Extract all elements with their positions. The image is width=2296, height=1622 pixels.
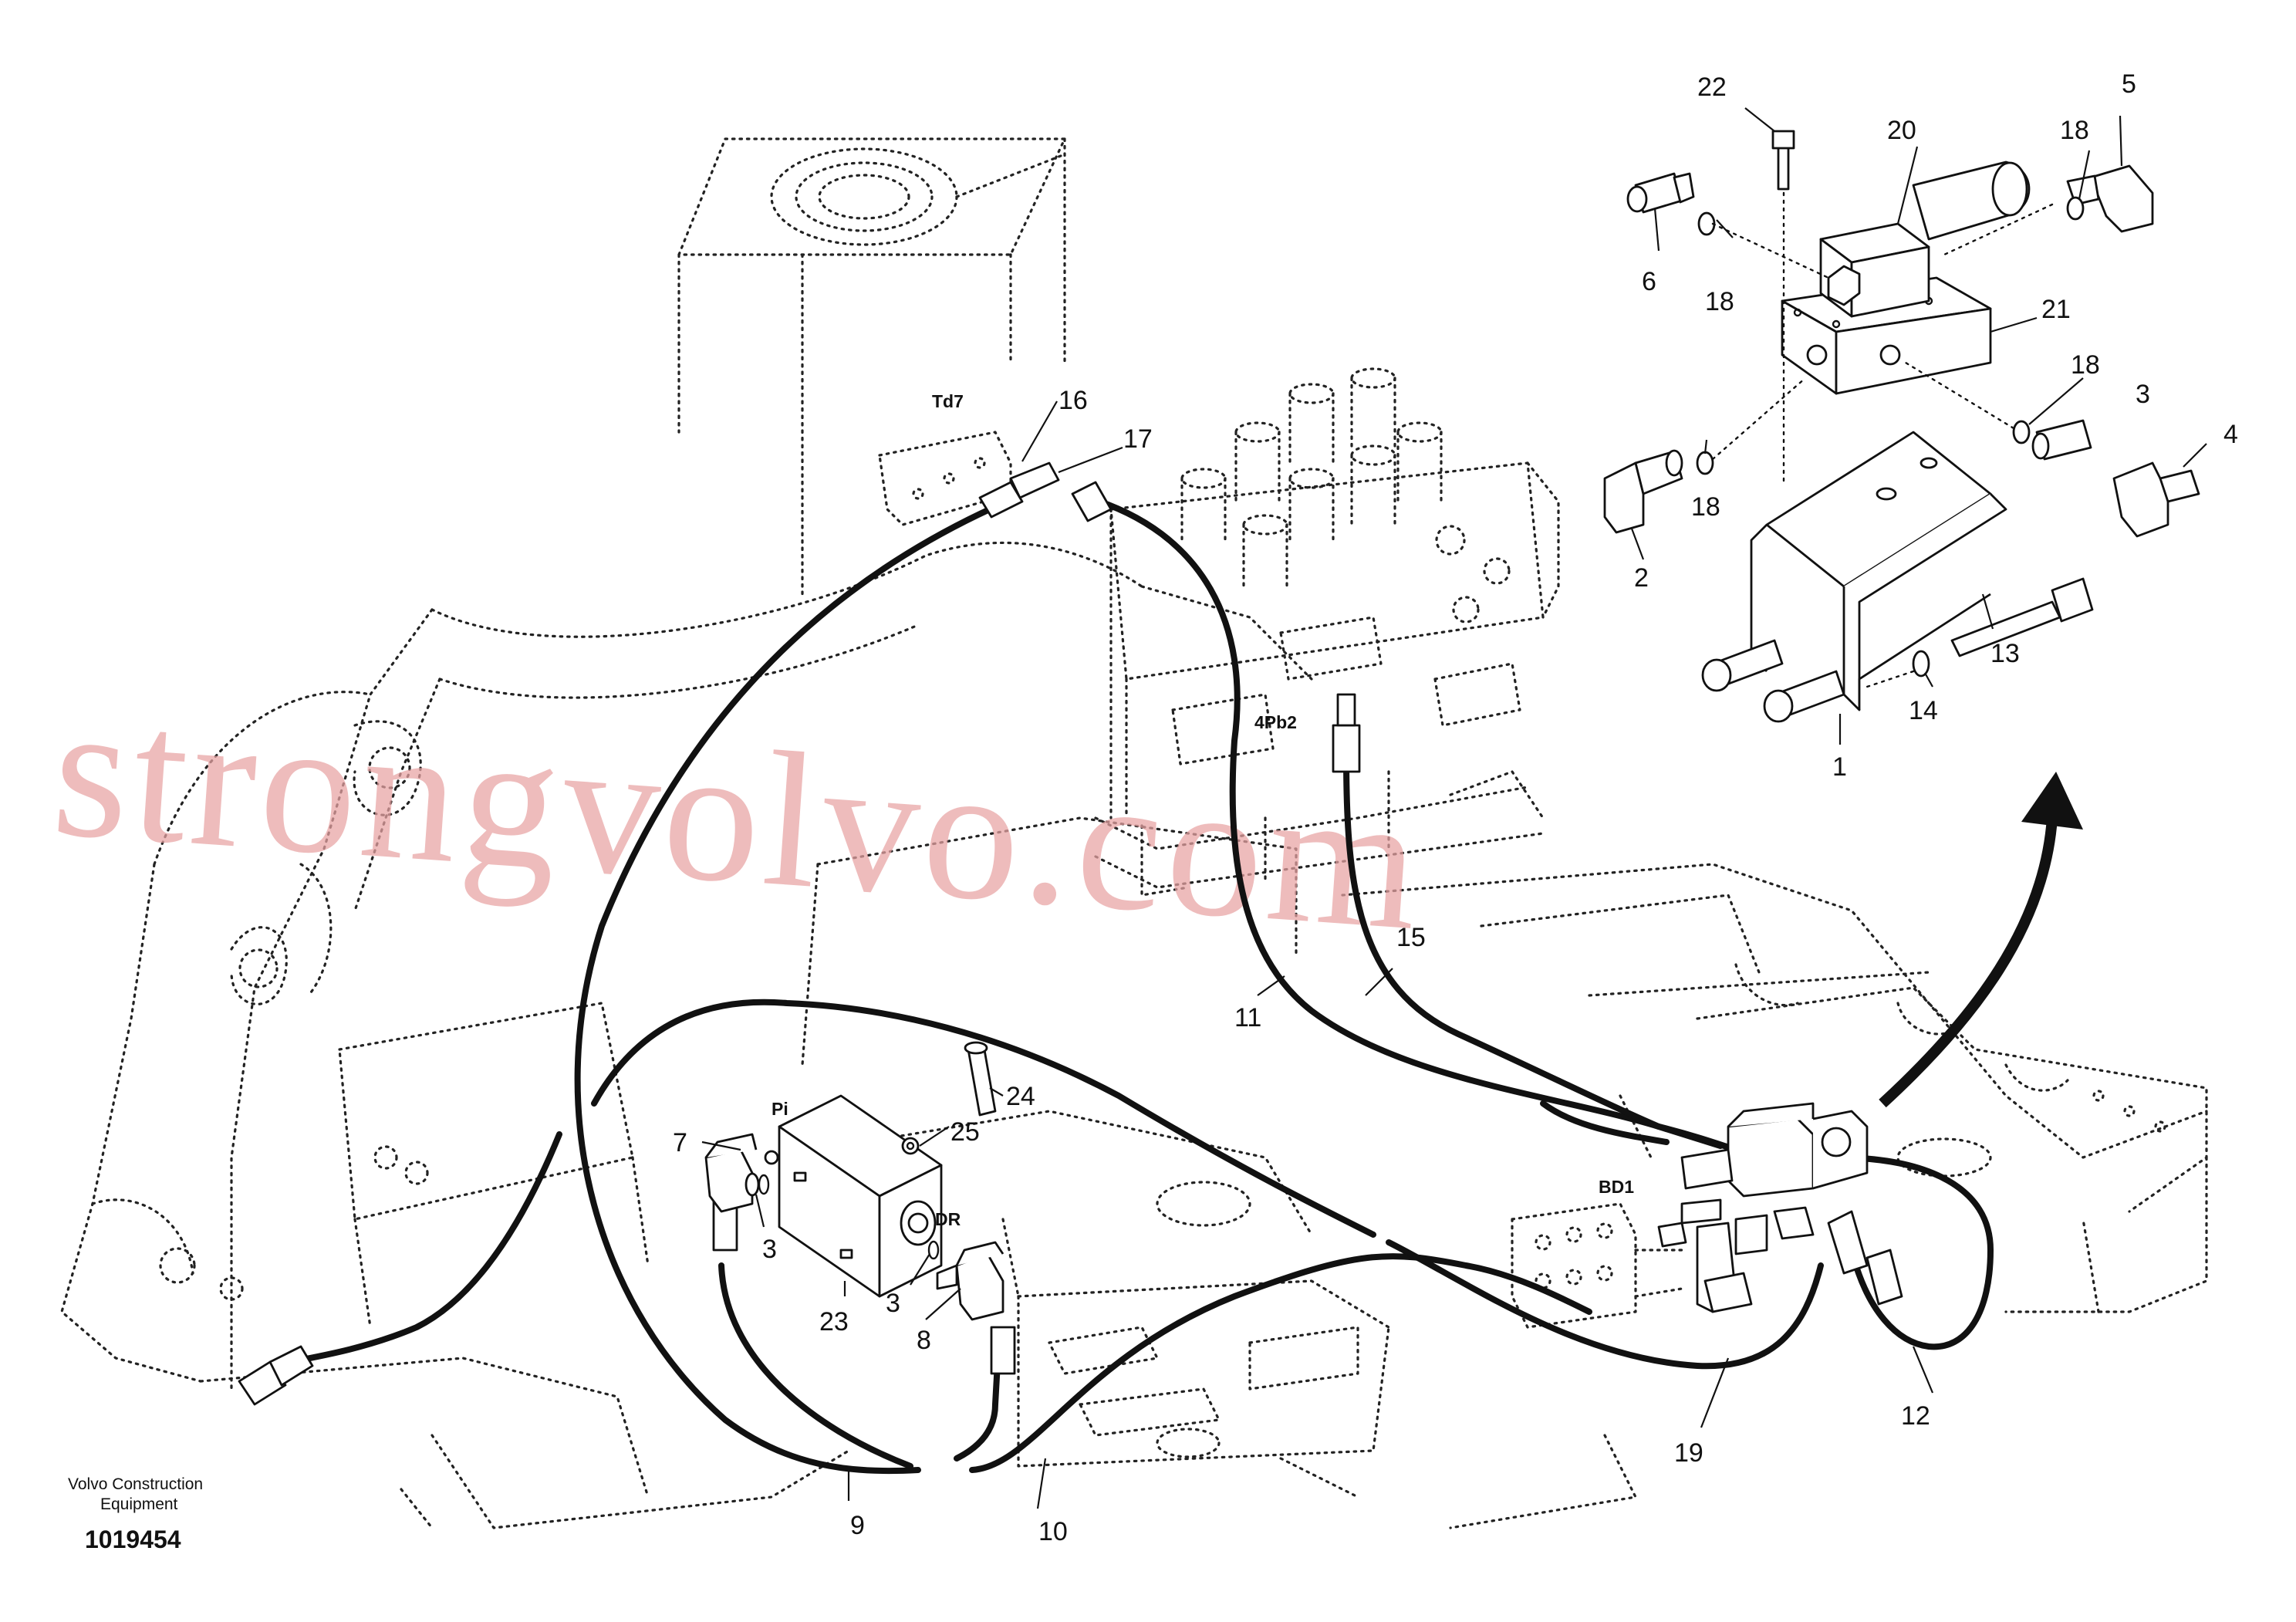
hose-fittings	[238, 461, 1903, 1406]
callout-18-top-right: 18	[2060, 116, 2089, 145]
callout-7: 7	[673, 1128, 687, 1157]
elbow-fitting-8	[927, 1240, 1004, 1321]
callout-3-dr: 3	[886, 1289, 900, 1318]
callout-24: 24	[1006, 1082, 1035, 1111]
callout-16: 16	[1059, 386, 1088, 415]
callout-5: 5	[2122, 69, 2136, 99]
callout-14: 14	[1909, 696, 1938, 725]
callout-2: 2	[1634, 563, 1649, 593]
footer-company-line2: Equipment	[100, 1495, 178, 1513]
port-label-bd1: BD1	[1599, 1177, 1634, 1197]
callout-11: 11	[1234, 1003, 1261, 1032]
valve-block-23	[764, 1094, 943, 1298]
callout-13: 13	[1990, 639, 2020, 668]
callout-18-mid-right: 18	[2071, 350, 2100, 380]
callout-8: 8	[917, 1326, 931, 1355]
callout-1: 1	[1832, 752, 1847, 782]
figure-number: 1019454	[85, 1526, 181, 1553]
watermark-text: strongvolvo.com	[47, 662, 1430, 971]
exploded-valve-assembly	[1603, 130, 2200, 1108]
callout-21: 21	[2041, 295, 2071, 324]
background-structure	[60, 137, 2208, 1529]
callout-6: 6	[1642, 267, 1656, 296]
callout-19: 19	[1674, 1438, 1703, 1468]
callout-9: 9	[850, 1511, 865, 1540]
callout-numbers: 1 2 3 3 3 4 5 6 7 8 9 10 11 12 13 14 15 …	[673, 69, 2238, 1546]
callout-17: 17	[1123, 424, 1153, 454]
callout-20: 20	[1887, 116, 1916, 145]
callout-18-top-left: 18	[1705, 287, 1734, 316]
callout-25: 25	[950, 1117, 980, 1147]
callout-12: 12	[1901, 1401, 1930, 1431]
hoses	[267, 495, 1994, 1475]
callout-18-mid-left: 18	[1691, 492, 1720, 522]
elbow-fitting-7	[704, 1133, 770, 1213]
callout-10: 10	[1038, 1517, 1068, 1546]
callout-3-valve: 3	[2136, 380, 2150, 409]
port-label-4pb2: 4Pb2	[1254, 712, 1297, 732]
leader-lines	[701, 107, 2207, 1509]
port-label-pi: Pi	[772, 1099, 788, 1119]
port-label-dr: DR	[935, 1209, 961, 1229]
callout-3-pi: 3	[762, 1235, 777, 1264]
callout-23: 23	[819, 1307, 849, 1336]
screw-24	[901, 1041, 997, 1155]
callout-22: 22	[1697, 73, 1727, 102]
port-label-td7: Td7	[932, 391, 964, 411]
callout-4: 4	[2223, 420, 2238, 449]
footer-company-line1: Volvo Construction	[68, 1475, 203, 1493]
callout-15: 15	[1396, 923, 1426, 952]
solenoid-valve-assembly	[1657, 1102, 1869, 1313]
